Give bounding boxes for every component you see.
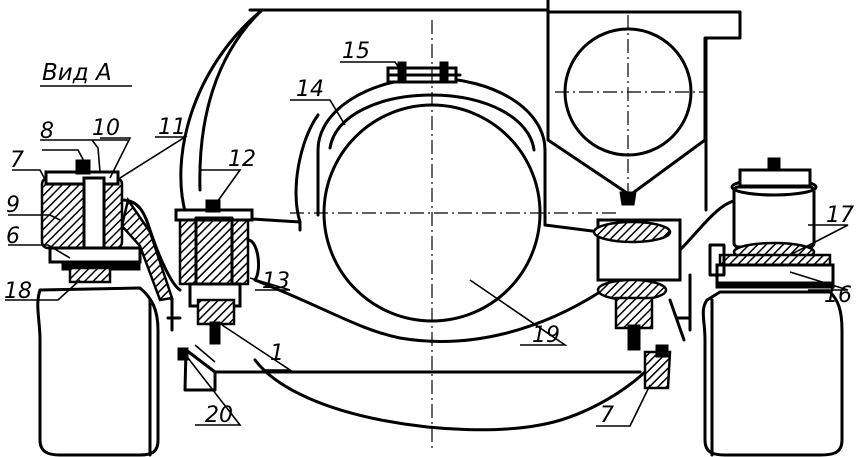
left-pillar [36, 286, 160, 457]
label-18: 18 [4, 279, 32, 304]
label-16: 16 [824, 283, 852, 308]
right-pillar [701, 290, 844, 457]
label-10: 10 [92, 116, 120, 141]
right-bracket [643, 298, 692, 390]
label-7-right: 7 [600, 403, 614, 428]
label-20: 20 [205, 403, 233, 428]
label-13: 13 [262, 269, 290, 294]
shaft-box [546, 10, 707, 206]
left-damper [40, 159, 182, 302]
right-damper [708, 157, 835, 289]
label-8: 8 [40, 119, 54, 144]
label-7-left: 7 [10, 148, 24, 173]
view-title: Вид А [42, 60, 112, 86]
label-19: 19 [532, 323, 560, 348]
label-9: 9 [6, 193, 20, 218]
label-12: 12 [228, 147, 256, 172]
label-14: 14 [296, 77, 324, 102]
part-labels: Вид А 8 10 11 7 9 6 18 12 13 1 20 14 15 … [4, 39, 854, 428]
center-damper [166, 199, 260, 392]
label-11: 11 [158, 115, 186, 140]
label-17: 17 [826, 203, 854, 228]
label-1: 1 [270, 341, 284, 366]
leader-lines [5, 61, 849, 427]
label-6: 6 [6, 224, 20, 249]
label-15: 15 [342, 39, 370, 64]
axle [290, 20, 620, 450]
